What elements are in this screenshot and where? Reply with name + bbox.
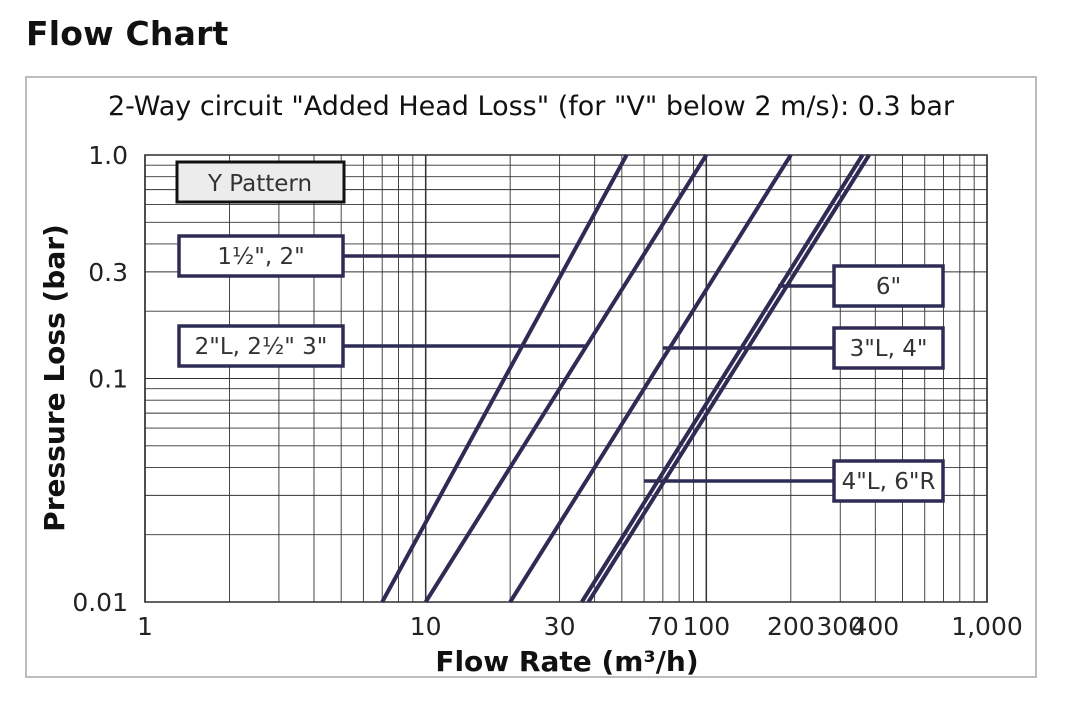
callout-box <box>832 326 945 370</box>
series-lines <box>380 153 871 604</box>
series-label: 3"L, 4" <box>850 336 928 362</box>
x-tick-label: 1 <box>137 612 153 641</box>
series-label: 6" <box>876 274 901 300</box>
x-tick-label: 10 <box>410 612 442 641</box>
x-tick-label: 200 <box>767 612 815 641</box>
x-axis-label: Flow Rate (m³/h) <box>435 645 698 678</box>
series-line <box>380 154 629 603</box>
series-label: 2"L, 2½" 3" <box>195 334 328 360</box>
x-tick-label: 300 <box>816 612 864 641</box>
series-line <box>424 153 708 604</box>
page-heading: Flow Chart <box>26 14 229 53</box>
series-callouts: 1½", 2" 2"L, 2½" 3" 3"L, 4" 6" 4"L, 6"R Y Pat… <box>175 160 945 503</box>
callout-box <box>177 324 345 368</box>
series-line <box>580 153 865 604</box>
callout-box <box>832 264 945 308</box>
y-tick-label: 1.0 <box>88 141 128 170</box>
callout-box <box>832 459 945 503</box>
chart-title: 2-Way circuit "Added Head Loss" (for "V"… <box>108 91 955 122</box>
x-tick-label: 400 <box>851 612 899 641</box>
x-tick-label: 1,000 <box>951 612 1023 641</box>
series-label: 1½", 2" <box>217 244 304 270</box>
callout-box <box>177 234 345 278</box>
grid <box>144 154 988 603</box>
y-tick-label: 0.3 <box>88 258 128 287</box>
y-axis-label: Pressure Loss (bar) <box>38 224 71 532</box>
chart-frame <box>25 76 1037 678</box>
series-label: 4"L, 6"R <box>842 469 936 495</box>
pattern-box <box>175 160 346 204</box>
series-line <box>508 153 793 604</box>
pattern-label: Y Pattern <box>207 171 312 197</box>
x-tick-label: 70 <box>647 612 679 641</box>
series-line <box>586 153 871 604</box>
y-tick-label: 0.01 <box>72 588 128 617</box>
x-tick-label: 30 <box>544 612 576 641</box>
y-tick-label: 0.1 <box>88 365 128 394</box>
x-tick-label: 100 <box>682 612 730 641</box>
